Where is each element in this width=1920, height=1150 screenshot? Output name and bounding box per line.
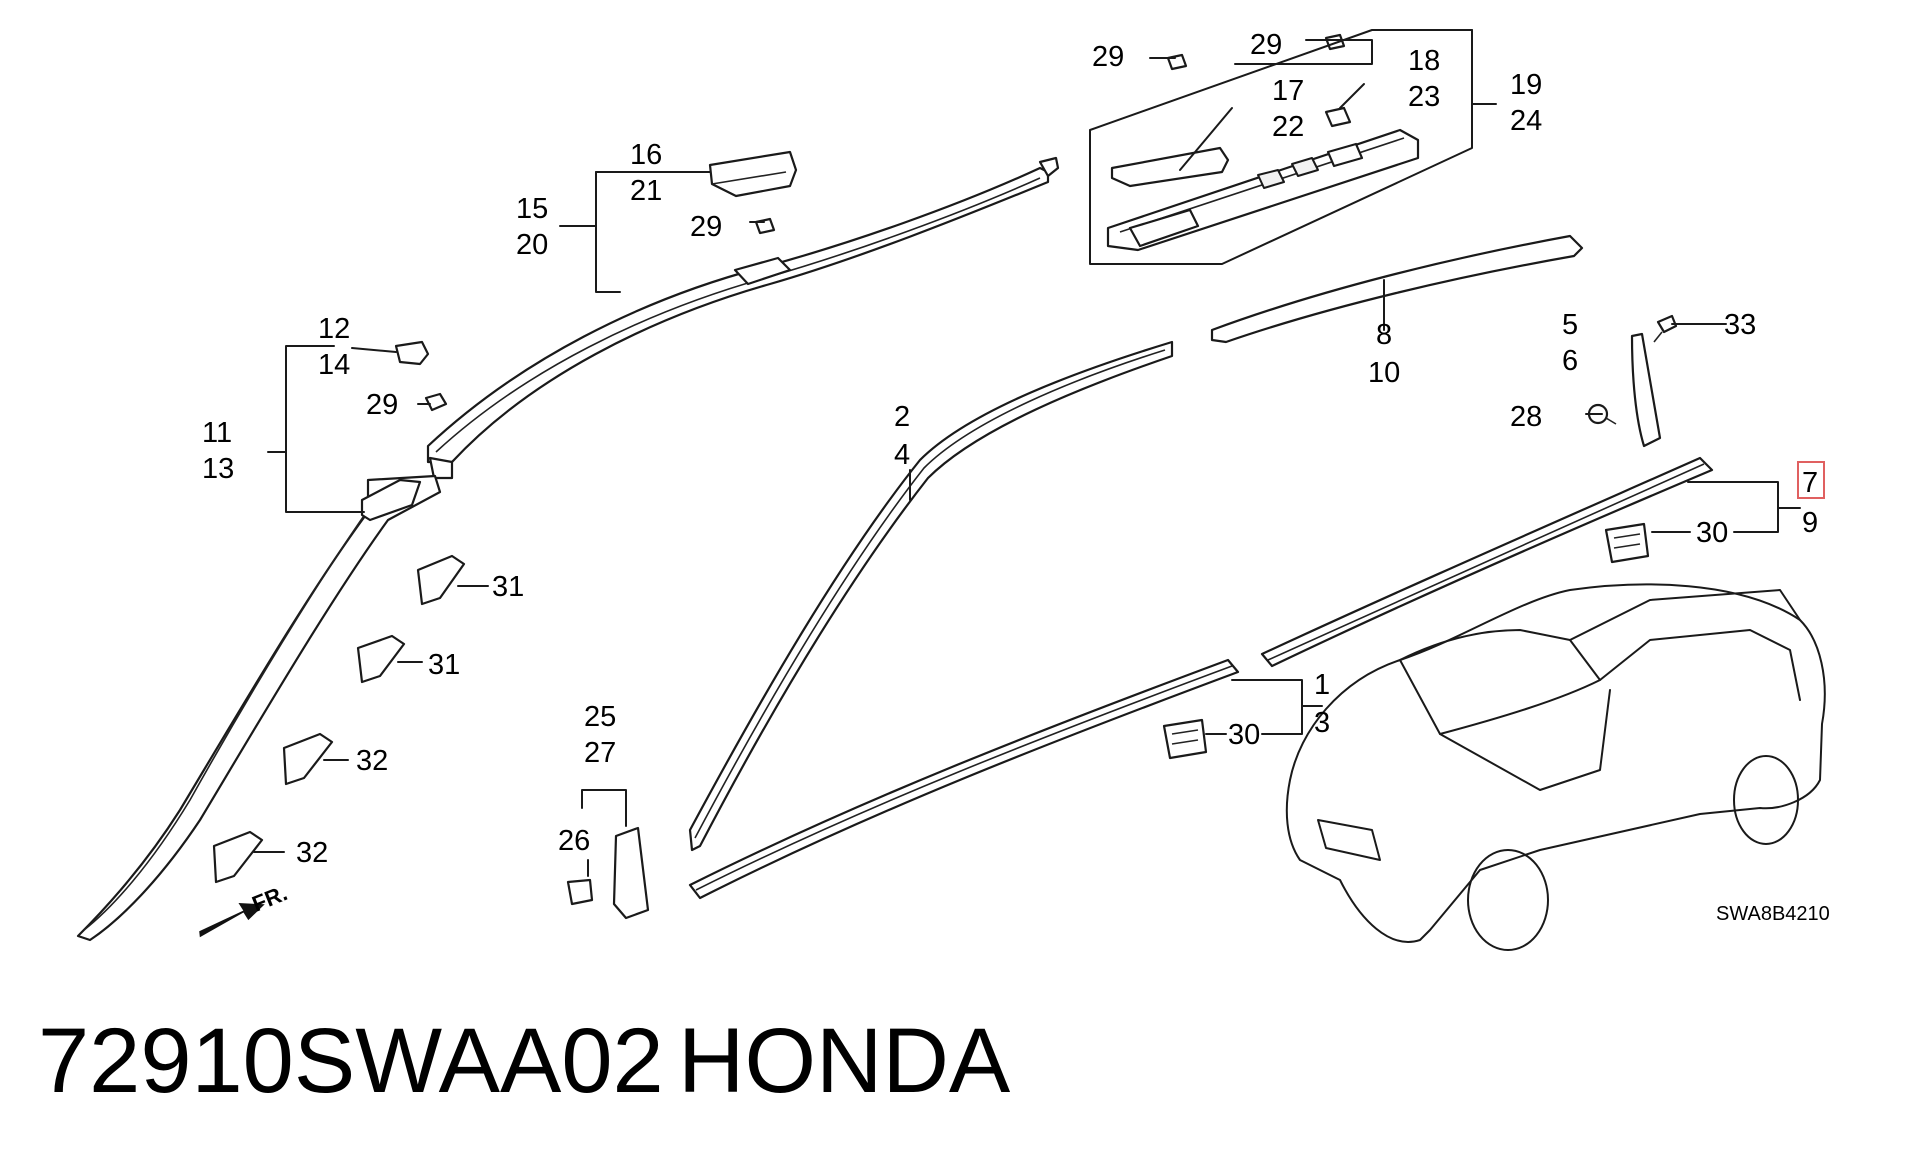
callout-29c: 29 xyxy=(690,211,722,243)
callout-6: 6 xyxy=(1562,345,1578,377)
callout-22: 22 xyxy=(1272,111,1304,143)
nut-29-left xyxy=(424,392,448,412)
callout-10: 10 xyxy=(1368,357,1400,389)
clip-26 xyxy=(566,878,594,906)
front-belt-molding-part xyxy=(688,658,1240,900)
callout-9: 9 xyxy=(1802,507,1818,539)
callout-32b: 32 xyxy=(296,837,328,869)
upper-door-molding-part xyxy=(1210,234,1584,344)
callout-17: 17 xyxy=(1272,75,1304,107)
callout-29d: 29 xyxy=(366,389,398,421)
callout-8: 8 xyxy=(1376,319,1392,351)
mirror-garnish-part xyxy=(612,826,650,920)
callout-32a: 32 xyxy=(356,745,388,777)
diagram-code: SWA8B4210 xyxy=(1716,903,1830,925)
callout-31b: 31 xyxy=(428,649,460,681)
callout-30a: 30 xyxy=(1696,517,1728,549)
callout-27: 27 xyxy=(584,737,616,769)
callout-11: 11 xyxy=(202,417,232,449)
callout-25: 25 xyxy=(584,701,616,733)
callout-29b: 29 xyxy=(1250,29,1282,61)
callout-19: 19 xyxy=(1510,69,1542,101)
rail-end-cap-part xyxy=(708,150,798,198)
callout-23: 23 xyxy=(1408,81,1440,113)
clip-30-right xyxy=(1604,522,1650,564)
front-door-sash-molding-part xyxy=(688,340,1174,852)
callout-33: 33 xyxy=(1724,309,1756,341)
nut-29-top-b xyxy=(1324,33,1346,51)
cap-part-12 xyxy=(394,340,430,366)
clip-32-a xyxy=(282,732,334,786)
callout-28: 28 xyxy=(1510,401,1542,433)
screw-33 xyxy=(1653,314,1678,343)
clip-31-a xyxy=(416,554,466,606)
callout-21: 21 xyxy=(630,175,662,207)
callout-14: 14 xyxy=(318,349,350,381)
front-direction-arrow: FR. xyxy=(199,880,291,938)
callout-24: 24 xyxy=(1510,105,1542,137)
direction-label: FR. xyxy=(249,880,291,916)
callout-7-highlight-box xyxy=(1797,461,1825,499)
callout-20: 20 xyxy=(516,229,548,261)
footer-part-number: 72910SWAA02 xyxy=(38,1010,664,1112)
callout-5: 5 xyxy=(1562,309,1578,341)
callout-3: 3 xyxy=(1314,707,1330,739)
clip-31-b xyxy=(356,634,406,684)
footer-brand: HONDA xyxy=(678,1010,1011,1112)
callout-2: 2 xyxy=(894,401,910,433)
vehicle-illustration xyxy=(1285,583,1826,951)
rear-belt-molding-part xyxy=(1260,456,1714,668)
callout-labels: 29 29 18 23 17 22 19 24 16 21 15 20 29 1… xyxy=(202,29,1830,925)
callout-13: 13 xyxy=(202,453,234,485)
callout-4: 4 xyxy=(894,439,910,471)
callout-1: 1 xyxy=(1314,669,1330,701)
callout-15: 15 xyxy=(516,193,548,225)
roof-rail-part xyxy=(426,156,1060,480)
callout-18: 18 xyxy=(1408,45,1440,77)
rear-rack-detail-inset xyxy=(1089,29,1473,265)
triangle-garnish-part xyxy=(1630,332,1662,448)
clip-32-b xyxy=(212,830,264,884)
callout-12: 12 xyxy=(318,313,350,345)
callout-26: 26 xyxy=(558,825,590,857)
clip-30-mid xyxy=(1162,718,1208,760)
a-pillar-molding-part xyxy=(76,474,442,942)
callout-31a: 31 xyxy=(492,571,524,603)
callout-30b: 30 xyxy=(1228,719,1260,751)
callout-16: 16 xyxy=(630,139,662,171)
leader-lines xyxy=(253,29,1801,877)
callout-29a: 29 xyxy=(1092,41,1124,73)
callout-7: 7 xyxy=(1802,467,1818,499)
